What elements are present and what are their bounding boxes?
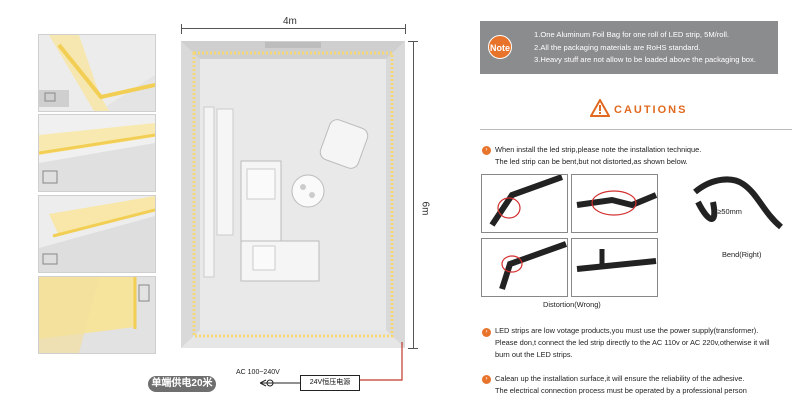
height-dimension-line <box>413 41 414 348</box>
bend-diagram <box>693 172 785 234</box>
caution-line: burn out the LED strips. <box>495 350 573 359</box>
warning-triangle-icon <box>590 99 610 117</box>
arrow-bullet-icon: › <box>482 328 491 337</box>
power-wire <box>260 342 403 387</box>
cautions-divider <box>480 129 792 130</box>
arrow-bullet-icon: › <box>482 146 491 155</box>
note-line: 3.Heavy stuff are not allow to be loaded… <box>534 55 756 64</box>
distortion-diagram-2 <box>571 174 658 233</box>
caution-line: When install the led strip,please note t… <box>495 145 702 154</box>
distortion-caption: Distortion(Wrong) <box>543 300 601 309</box>
note-badge: Note <box>488 35 512 59</box>
caution-line: Please don,t connect the led strip direc… <box>495 338 770 347</box>
bend-caption: Bend(Right) <box>722 250 762 259</box>
note-line: 1.One Aluminum Foil Bag for one roll of … <box>534 30 729 39</box>
caution-line: The led strip can be bent,but not distor… <box>495 157 688 166</box>
width-tick-left <box>181 24 182 34</box>
caution-line: LED strips are low votage products,you m… <box>495 326 759 335</box>
width-label: 4m <box>283 16 297 27</box>
cautions-title: CAUTIONS <box>614 104 688 116</box>
cove-light-thumbnail-1 <box>38 34 156 112</box>
room-floorplan <box>181 41 405 348</box>
distortion-diagram-4 <box>571 238 658 297</box>
caution-item-1: When install the led strip,please note t… <box>495 144 701 168</box>
cove-light-thumbnail-4 <box>38 276 156 354</box>
note-line: 2.All the packaging materials are RoHS s… <box>534 42 701 52</box>
bend-radius-label: R≥50mm <box>712 207 742 216</box>
height-tick-top <box>408 41 418 42</box>
note-text: 1.One Aluminum Foil Bag for one roll of … <box>534 29 756 67</box>
arrow-bullet-icon: › <box>482 375 491 384</box>
ac-input-label: AC 100~240V <box>236 369 280 376</box>
single-end-power-label: 单端供电20米 <box>148 376 216 392</box>
height-tick-bottom <box>408 348 418 349</box>
height-label: 6m <box>419 201 431 216</box>
width-dimension-line <box>181 28 405 29</box>
caution-item-2: LED strips are low votage products,you m… <box>495 325 770 361</box>
caution-item-3: Calean up the installation surface,it wi… <box>495 373 747 397</box>
cove-light-thumbnail-3 <box>38 195 156 273</box>
distortion-diagram-3 <box>481 238 568 297</box>
caution-line: Calean up the installation surface,it wi… <box>495 374 745 383</box>
cove-light-thumbnail-2 <box>38 114 156 192</box>
caution-line: The electrical connection process must b… <box>495 386 747 395</box>
width-tick-right <box>405 24 406 34</box>
distortion-diagram-1 <box>481 174 568 233</box>
note-banner: Note 1.One Aluminum Foil Bag for one rol… <box>480 21 778 74</box>
power-supply-box: 24V恒压电源 <box>300 375 360 391</box>
